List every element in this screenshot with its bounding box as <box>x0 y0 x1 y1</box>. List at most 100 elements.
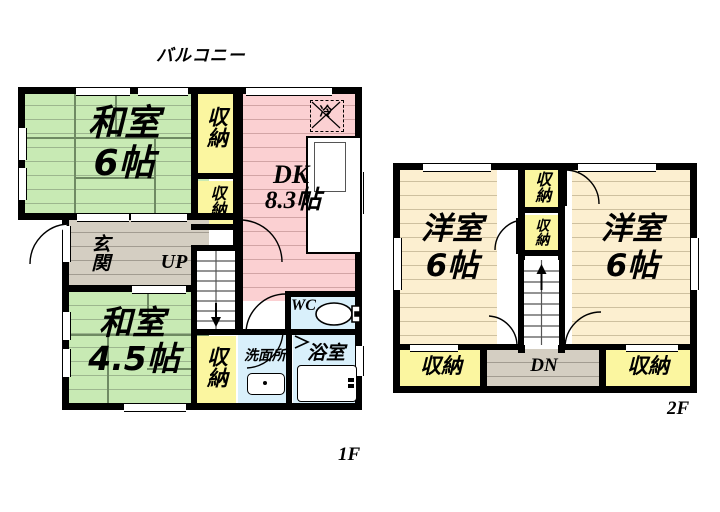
window-washitsu6-top-a <box>76 87 130 96</box>
wall-2f-top <box>393 163 697 170</box>
closet-label-1f-c: 収納 <box>204 346 229 388</box>
tatami-seam <box>115 92 117 137</box>
window-washitsu45-left-b <box>62 349 71 377</box>
tatami-seam <box>147 292 149 334</box>
closet-fill-1f-c <box>196 336 236 407</box>
floor-label-1f: 1F <box>338 444 361 465</box>
wall-stair-bottom <box>191 329 240 335</box>
window-genkan-entry-door <box>62 226 71 262</box>
wall-wc-top <box>285 291 362 297</box>
closet-fill-2f-left <box>398 349 483 389</box>
room-label-dk-name: DK <box>272 160 310 189</box>
wall-stair-top <box>191 245 240 251</box>
wall-2f-bottom <box>393 386 697 393</box>
wall-senmenjo-yokushitsu-divider <box>286 329 292 410</box>
window-2f-left-exterior <box>393 238 402 290</box>
wall-exterior-left-lower <box>62 213 69 410</box>
room-label-washitsu-45-name: 和室 <box>99 303 165 342</box>
floor-plan-1f: 冷 <box>14 84 366 446</box>
room-label-yoshitsu-right-size: 6帖 <box>605 248 659 284</box>
room-label-senmenjo: 洗面所 <box>244 348 286 364</box>
toilet-fixture <box>315 302 361 326</box>
window-washitsu45-left-a <box>62 312 71 340</box>
door-arrow-yokushitsu <box>294 335 310 349</box>
wall-dk-left <box>236 87 243 330</box>
door-arc-2f-right-room <box>564 169 600 205</box>
tatami-seam <box>74 177 155 179</box>
wall-2f-center-right <box>558 163 565 353</box>
room-label-washitsu-6-size: 6帖 <box>93 143 155 184</box>
closet-label-1f-b: 収納 <box>207 185 227 217</box>
door-arc-2f-closet-right <box>564 311 602 349</box>
wall-closet-a-left <box>191 87 198 220</box>
window-genkan-door-head <box>77 213 129 222</box>
kitchen-sink <box>314 142 346 192</box>
closet-label-2f-top: 収納 <box>532 171 552 203</box>
closet-fill-2f-top <box>523 168 560 210</box>
room-label-wc: WC <box>291 297 316 314</box>
tatami-seam <box>22 137 209 139</box>
wall-senmenjo-top <box>236 329 362 335</box>
wall-closet-a-b-divider <box>191 173 240 179</box>
tatami-seam <box>66 334 209 336</box>
window-2f-right-room-top <box>578 163 656 172</box>
room-label-washitsu-6-name: 和室 <box>87 103 160 144</box>
closet-label-2f-left: 収納 <box>420 354 462 378</box>
door-jamb-2f-right-room <box>562 170 567 206</box>
room-label-yoshitsu-right-name: 洋室 <box>601 211 663 247</box>
door-arc-dk <box>239 219 283 263</box>
tatami-seam <box>74 137 76 214</box>
wall-wc-left <box>285 291 291 335</box>
closet-label-2f-right: 収納 <box>627 354 669 378</box>
stairs-label-dn-2f: DN <box>530 355 558 376</box>
closet-label-1f-a: 収納 <box>204 106 229 148</box>
door-arc-2f-closet-left <box>488 315 518 347</box>
washbasin-drain <box>263 381 267 385</box>
balcony-label: バルコニー <box>156 46 246 66</box>
floor-label-2f: 2F <box>667 398 690 419</box>
wall-2f-closet-mid-bottom <box>518 250 565 256</box>
wall-closet-c-bottom-rail <box>191 329 197 410</box>
window-yokushitsu-right <box>355 346 364 376</box>
closet-fill-2f-mid <box>523 215 560 253</box>
stairs-label-up-1f: UP <box>160 251 188 273</box>
stairs-1f <box>197 251 235 329</box>
room-label-genkan: 玄関 <box>88 234 111 272</box>
door-arc-wc <box>245 293 287 333</box>
tatami-seam <box>154 137 156 214</box>
room-label-dk-size: 8.3帖 <box>264 187 322 214</box>
room-label-yoshitsu-left-size: 6帖 <box>425 248 479 284</box>
window-washitsu45-top <box>132 285 186 294</box>
bathtub-fixture <box>297 365 357 402</box>
window-2f-closet-left-top <box>410 344 458 352</box>
wall-2f-closet-left-right <box>480 346 487 393</box>
room-label-yokushitsu: 浴室 <box>306 342 345 364</box>
room-label-washitsu-45-size: 4.5帖 <box>88 339 180 378</box>
floor-plan-2f: 洋室 6帖 洋室 6帖 収納 収納 収納 収納 DN <box>390 160 700 400</box>
window-2f-right-exterior <box>690 238 699 290</box>
tatami-seam <box>107 334 109 407</box>
door-arc-senmenjo <box>246 331 284 369</box>
wall-2f-closet-right-left <box>599 346 606 393</box>
window-2f-closet-right-top <box>626 344 678 352</box>
window-dk-top <box>246 87 332 96</box>
closet-label-2f-mid: 収納 <box>533 218 550 246</box>
window-washitsu45-bottom <box>124 403 186 412</box>
window-2f-left-room-top <box>423 163 491 172</box>
tatami-seam <box>74 92 76 137</box>
window-washitsu6-top-b <box>138 87 188 96</box>
wall-exterior-bottom <box>62 403 362 410</box>
wall-2f-closet-top-bottom <box>518 207 565 213</box>
wall-stair-left <box>191 245 197 335</box>
closet-fill-2f-right <box>605 349 690 389</box>
window-washitsu6-bottom <box>131 213 187 222</box>
wall-closet-b-bottom <box>191 224 240 230</box>
bathtub-faucet <box>348 378 354 388</box>
tatami-seam <box>147 368 209 370</box>
stairs-2f <box>524 260 559 345</box>
window-washitsu6-left-b <box>18 168 27 200</box>
refrigerator-label: 冷 <box>319 105 333 120</box>
refrigerator-cross <box>311 101 341 129</box>
window-washitsu6-left-a <box>18 128 27 160</box>
room-label-yoshitsu-left-name: 洋室 <box>421 211 483 247</box>
